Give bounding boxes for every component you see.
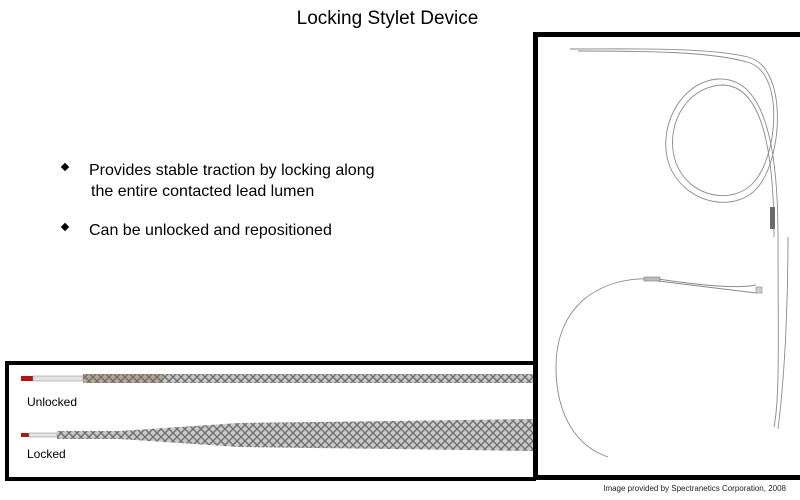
bullet-text-line1: Provides stable traction by locking alon… [89, 162, 375, 179]
stylet-closeup-illustration [21, 374, 536, 451]
bullet-text-line2: the entire contacted lead lumen [91, 183, 315, 200]
diamond-bullet-icon [60, 162, 70, 172]
unlocked-label: Unlocked [27, 395, 78, 409]
slide-title: Locking Stylet Device [296, 8, 479, 29]
diamond-bullet-icon [60, 222, 70, 232]
stylet-full-view-panel [533, 32, 800, 480]
bullet-item: Provides stable traction by locking alon… [58, 160, 375, 202]
coiled-stylet-illustration [555, 48, 789, 458]
bullet-item: Can be unlocked and repositioned [58, 220, 375, 241]
locked-label: Locked [27, 447, 66, 461]
locked-stylet-image [21, 419, 536, 451]
stylet-closeup-panel: Unlocked Locked [5, 361, 536, 481]
image-credit: Image provided by Spectranetics Corporat… [603, 484, 786, 493]
bullet-text-line1: Can be unlocked and repositioned [89, 222, 332, 239]
bullet-list: Provides stable traction by locking alon… [58, 160, 375, 259]
unlocked-stylet-image [21, 374, 536, 383]
